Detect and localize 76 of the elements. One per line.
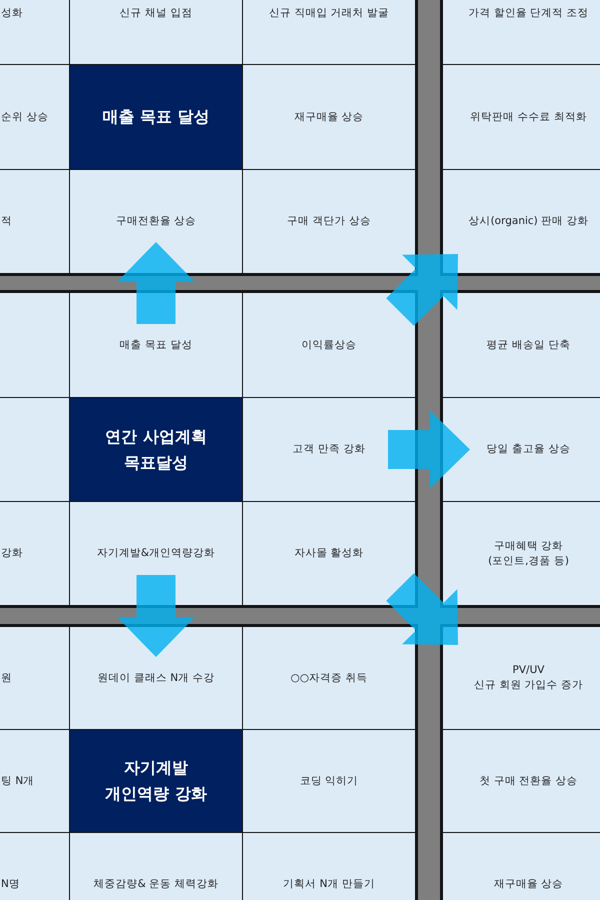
cell-text: 성화 [1,6,23,21]
cell-text: 순위 상승 [1,110,48,124]
grid-cell [243,293,415,397]
cell-text: 적 [1,214,12,229]
grid-cell [243,0,415,64]
block-arrow [386,254,458,326]
grid-cell [0,627,69,729]
grid-cell [443,627,600,729]
grid-cell [243,170,415,273]
cell-text: 고객 만족 강화 [292,442,366,457]
grid-cell [0,0,69,64]
cell-text: 평균 배송일 단축 [486,338,570,352]
cell-text: 원 [1,670,12,686]
goal-text: 매출 목표 달성 [102,106,210,128]
goal-text: 연간 사업계획 목표달성 [104,426,208,474]
goal-cell [70,65,242,169]
cell-text: 체중감량& 운동 체력강화 [94,877,218,892]
grid-cell [443,833,600,900]
cell-text: 신규 직매입 거래처 발굴 [268,6,389,21]
block-arrow [388,410,470,488]
grid-cell [70,170,242,273]
goal-text: 자기계발 개인역량 강화 [104,757,208,805]
grid-cell [443,170,600,273]
grid-cell [443,65,600,169]
grid-cell [70,833,242,900]
cell-text: 이익률상승 [302,338,356,352]
grid-cell [70,627,242,729]
cell-text: ○○자격증 취득 [290,670,368,686]
grid-cell [243,730,415,832]
cell-text: N명 [1,877,20,892]
grid-cell [0,502,69,605]
grid-cell [243,627,415,729]
cell-text: 위탁판매 수수료 최적화 [470,110,587,124]
cell-text: 재구매율 상승 [294,110,364,124]
cell-text: 자사몰 활성화 [294,546,364,561]
cell-text: 첫 구매 전환율 상승 [479,774,578,788]
grid-cell [443,730,600,832]
block-arrow [117,575,195,657]
grid-cell [0,833,69,900]
block-arrow [117,242,195,324]
cell-text: 매출 목표 달성 [120,338,192,352]
cell-text: 구매혜택 강화 (포인트,경품 등) [487,538,570,568]
grid-cell [70,293,242,397]
cell-text: 당일 출고율 상승 [486,442,570,457]
cell-text: 기획서 N개 만들기 [283,877,375,892]
grid-cell [0,398,69,501]
cell-text: 구매전환율 상승 [116,214,196,229]
grid-cell [0,730,69,832]
grid-cell [443,0,600,64]
grid-cell [70,502,242,605]
cell-text: 코딩 익히기 [300,774,358,788]
cell-text: 신규 채널 입점 [120,6,192,21]
grid-cell [443,398,600,501]
grid-cell [70,0,242,64]
grid-cell [243,65,415,169]
cell-text: 재구매율 상승 [494,877,564,892]
goal-cell [70,398,242,501]
cell-text: 강화 [1,546,23,561]
cell-text: 상시(organic) 판매 강화 [468,214,588,229]
grid-cell [243,833,415,900]
grid-cell [443,293,600,397]
block-arrow [386,573,458,645]
cell-text: 신규 회원 가입수 증가 [474,678,583,693]
cell-text: PV/UV [512,663,544,678]
goal-cell [70,730,242,832]
cell-text: 가격 할인율 단계적 조정 [468,6,588,21]
grid-cell [0,65,69,169]
grid-cell [443,502,600,605]
cell-text: 팅 N개 [1,774,34,788]
grid-cell [243,398,415,501]
cell-text: 구매 객단가 상승 [287,214,371,229]
grid-cell [0,293,69,397]
cell-text: 자기계발&개인역량강화 [96,546,216,561]
grid-cell [0,170,69,273]
grid-cell [243,502,415,605]
cell-text: 원데이 클래스 N개 수강 [98,670,214,686]
